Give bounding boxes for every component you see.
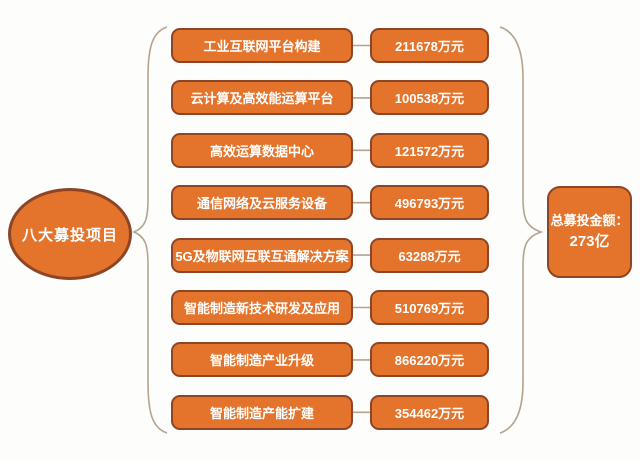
project-amount-box: 121572万元 bbox=[370, 132, 489, 168]
project-amount-label: 63288万元 bbox=[398, 248, 461, 264]
project-name-label: 通信网络及云服务设备 bbox=[196, 196, 327, 212]
project-amount-label: 121572万元 bbox=[394, 143, 465, 159]
project-name-box: 通信网络及云服务设备 bbox=[171, 185, 353, 221]
project-amount-box: 63288万元 bbox=[370, 237, 489, 273]
project-amount-box: 100538万元 bbox=[370, 80, 489, 116]
project-name-label: 5G及物联网互联互通解决方案 bbox=[175, 248, 349, 264]
project-name-label: 高效运算数据中心 bbox=[209, 143, 314, 159]
project-amount-box: 510769万元 bbox=[370, 290, 489, 325]
project-name-label: 智能制造新技术研发及应用 bbox=[183, 301, 340, 316]
project-amount-label: 496793万元 bbox=[394, 196, 465, 212]
project-name-label: 智能制造产能扩建 bbox=[209, 405, 314, 421]
project-name-box: 智能制造产业升级 bbox=[171, 342, 353, 378]
total-node-value: 273亿 bbox=[569, 232, 610, 250]
project-name-box: 5G及物联网互联互通解决方案 bbox=[171, 237, 353, 273]
project-amount-label: 211678万元 bbox=[395, 39, 464, 54]
project-name-box: 工业互联网平台构建 bbox=[171, 28, 353, 63]
total-node: 总募投金额： 273亿 bbox=[547, 186, 632, 278]
root-node-label: 八大募投项目 bbox=[21, 226, 118, 244]
right-brace bbox=[499, 26, 544, 434]
project-name-label: 云计算及高效能运算平台 bbox=[190, 91, 334, 107]
project-amount-label: 100538万元 bbox=[394, 91, 465, 107]
project-name-box: 智能制造产能扩建 bbox=[171, 394, 353, 430]
row-connector-lines bbox=[353, 44, 371, 414]
left-brace bbox=[131, 26, 168, 434]
root-node: 八大募投项目 bbox=[8, 188, 132, 280]
project-amount-label: 866220万元 bbox=[394, 353, 465, 369]
project-name-box: 高效运算数据中心 bbox=[171, 132, 353, 168]
project-name-label: 工业互联网平台构建 bbox=[203, 39, 321, 54]
project-name-box: 云计算及高效能运算平台 bbox=[171, 80, 353, 116]
total-node-label: 总募投金额： bbox=[550, 213, 629, 228]
project-name-label: 智能制造产业升级 bbox=[209, 353, 314, 369]
project-amount-label: 354462万元 bbox=[394, 405, 465, 421]
project-name-box: 智能制造新技术研发及应用 bbox=[171, 290, 353, 325]
project-amount-box: 354462万元 bbox=[370, 394, 489, 430]
project-amount-box: 211678万元 bbox=[370, 28, 489, 63]
project-amount-box: 866220万元 bbox=[370, 342, 489, 378]
project-amount-box: 496793万元 bbox=[370, 185, 489, 221]
project-amount-label: 510769万元 bbox=[394, 301, 465, 316]
